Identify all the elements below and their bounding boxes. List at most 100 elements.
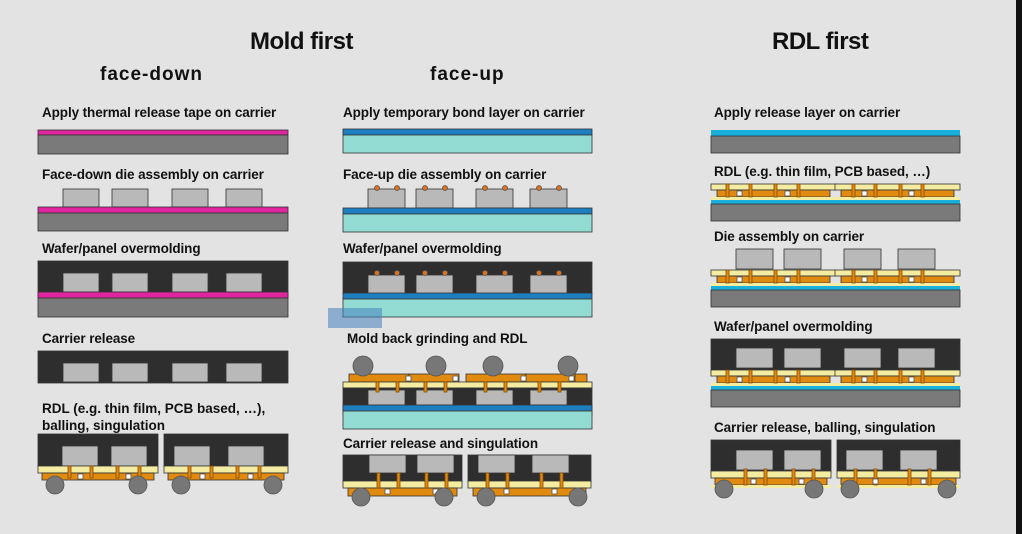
carrier [37, 212, 289, 232]
glass-carrier [342, 213, 593, 233]
via [443, 381, 448, 393]
mold-first-title: Mold first [250, 28, 354, 55]
temporary-bond-layer [342, 128, 593, 136]
release-layer [711, 200, 960, 204]
via [235, 465, 240, 479]
via [725, 269, 730, 284]
step-label: Apply release layer on carrier [714, 105, 901, 120]
via [796, 269, 801, 284]
rdl-copper-trace [840, 375, 955, 384]
via [89, 465, 94, 479]
pad [798, 478, 805, 485]
carrier [710, 289, 961, 308]
pad [125, 473, 132, 480]
pad [750, 478, 757, 485]
via [375, 381, 380, 393]
rdl-copper-trace [574, 373, 588, 383]
die [62, 272, 100, 293]
copper-pillar [502, 270, 508, 276]
rdl-copper-trace [840, 275, 955, 284]
copper-pillar [422, 270, 428, 276]
rdl-dielectric [342, 480, 463, 489]
release-layer [711, 286, 960, 290]
solder-ball [937, 479, 957, 499]
via [725, 369, 730, 384]
rdl-copper-trace [347, 487, 458, 497]
pad [736, 376, 743, 383]
die [171, 188, 209, 208]
via [851, 269, 856, 284]
via [873, 269, 878, 284]
pad [861, 190, 868, 197]
via [796, 369, 801, 384]
solder-ball [425, 355, 447, 377]
die [110, 445, 148, 467]
rdl-dielectric [711, 485, 831, 488]
pad [736, 190, 743, 197]
step-label: Apply thermal release tape on carrier [42, 105, 277, 120]
via [376, 472, 381, 489]
die [61, 445, 99, 467]
solder-ball [568, 487, 588, 507]
solder-ball [351, 487, 371, 507]
solder-ball [557, 355, 579, 377]
rdl-first-title: RDL first [772, 28, 869, 55]
rdl-dielectric [342, 381, 593, 389]
solder-ball [45, 475, 65, 495]
via [539, 472, 544, 489]
die [475, 188, 514, 209]
rdl-copper-trace [716, 375, 831, 384]
via [424, 472, 429, 489]
solder-ball [482, 355, 504, 377]
rdl-copper-trace [348, 373, 410, 383]
die [111, 188, 149, 208]
via [873, 369, 878, 384]
solder-ball [714, 479, 734, 499]
die [368, 454, 407, 474]
via [873, 183, 878, 198]
rdl-dielectric [711, 283, 960, 286]
step-label: Wafer/panel overmolding [343, 241, 502, 256]
via [743, 468, 748, 486]
copper-pillar [394, 185, 400, 191]
step-label: Apply temporary bond layer on carrier [343, 105, 585, 120]
pad [568, 375, 575, 382]
solder-ball [263, 475, 283, 495]
step-label: Face-up die assembly on carrier [343, 167, 547, 182]
die [529, 274, 568, 295]
via [537, 381, 542, 393]
via [851, 369, 856, 384]
via [920, 269, 925, 284]
pad [199, 473, 206, 480]
via [444, 472, 449, 489]
die [477, 454, 516, 474]
step-label: Carrier release [42, 331, 136, 346]
copper-pillar [502, 185, 508, 191]
rdl-copper-trace [167, 472, 285, 481]
rdl-copper-trace [716, 275, 831, 284]
carrier [710, 135, 961, 154]
via [187, 465, 192, 479]
rdl-copper-trace [41, 472, 155, 481]
thermal-release-tape [37, 206, 289, 214]
pad [405, 375, 412, 382]
via [559, 472, 564, 489]
die [111, 272, 149, 293]
die [735, 449, 774, 471]
pad [551, 488, 558, 495]
solder-ball [171, 475, 191, 495]
via [773, 269, 778, 284]
via [920, 369, 925, 384]
rdl-copper-trace [472, 487, 587, 497]
die [62, 362, 100, 383]
pad [861, 276, 868, 283]
die [783, 347, 822, 369]
step-label: RDL (e.g. thin film, PCB based, …) [714, 164, 931, 179]
die [735, 347, 774, 369]
glass-carrier [342, 410, 593, 430]
die [415, 188, 454, 209]
die [897, 248, 936, 270]
via [763, 468, 768, 486]
via [748, 369, 753, 384]
